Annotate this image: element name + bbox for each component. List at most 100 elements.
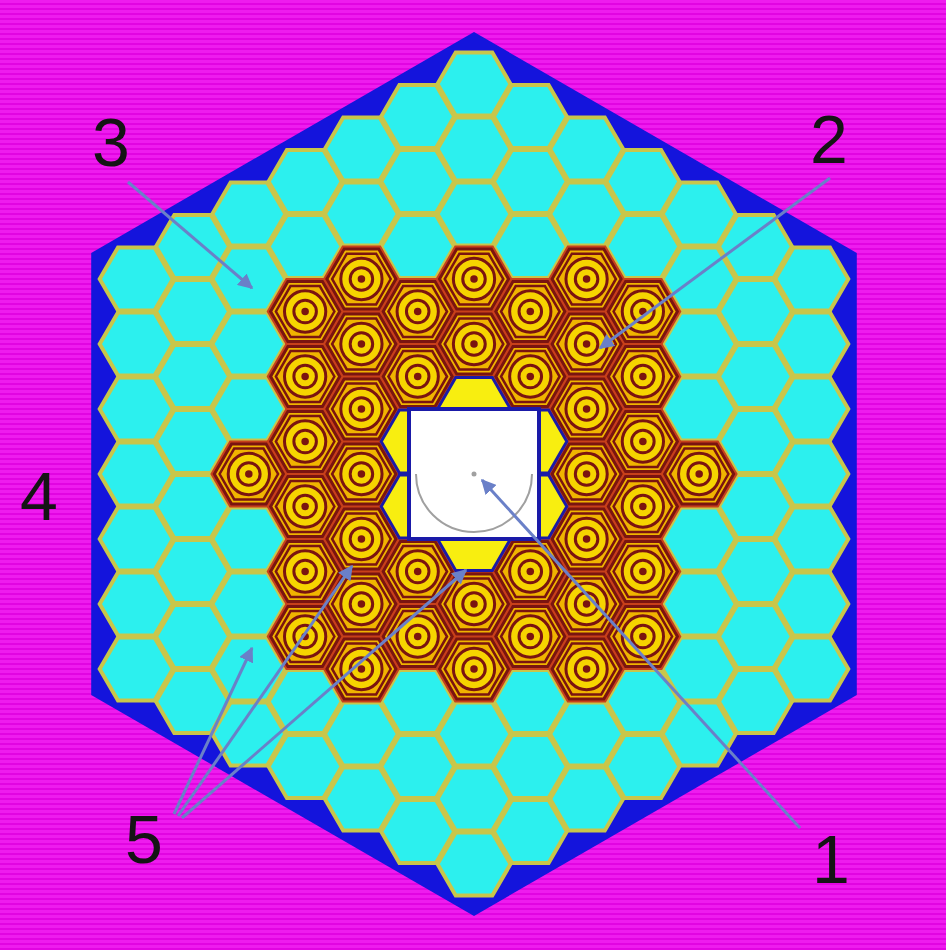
reflector-assembly [775, 572, 848, 635]
fuel-assembly [327, 379, 396, 439]
fuel-rod-ring [632, 560, 655, 583]
fuel-rod-ring [510, 291, 551, 332]
fuel-rod-ring [341, 518, 382, 559]
fuel-assembly-ring [445, 644, 504, 695]
fuel-assembly-ring [614, 481, 673, 532]
leader-line [128, 182, 252, 288]
fuel-rod-ring [622, 356, 663, 397]
reflector-assembly [775, 377, 848, 440]
fuel-assembly [271, 542, 340, 602]
fuel-rod-ring [566, 258, 607, 299]
fuel-center [583, 340, 591, 348]
fuel-rod-ring [575, 528, 598, 551]
core-lattice [91, 32, 857, 916]
fuel-rod-ring [575, 398, 598, 421]
fuel-assembly-ring [220, 449, 279, 500]
fuel-center [527, 373, 535, 381]
fuel-assembly-ring [276, 286, 335, 337]
fuel-rod-ring [397, 616, 438, 657]
fuel-assembly [496, 282, 565, 342]
fuel-center [358, 470, 366, 478]
callout-number: 1 [812, 825, 850, 893]
fuel-assembly [271, 477, 340, 537]
fuel-center [639, 373, 647, 381]
fuel-center [245, 470, 253, 478]
fuel-rod-ring [294, 560, 317, 583]
fuel-assembly [327, 574, 396, 634]
fuel-assembly-ring [332, 384, 391, 435]
fuel-center [583, 470, 591, 478]
fuel-assembly-ring [614, 416, 673, 467]
fuel-rod-ring [463, 658, 486, 681]
fuel-assembly [552, 444, 621, 504]
fuel-center [358, 535, 366, 543]
fuel-rod-ring [294, 430, 317, 453]
fuel-rod-ring [632, 365, 655, 388]
fuel-rod-ring [350, 593, 373, 616]
fuel-rod-ring [341, 453, 382, 494]
fuel-rod-ring [406, 300, 429, 323]
fuel-assembly [552, 509, 621, 569]
fuel-assembly [271, 607, 340, 667]
fuel-assembly-ring [501, 286, 560, 337]
channel-center [472, 472, 477, 477]
fuel-rod-ring [341, 258, 382, 299]
fuel-assembly [552, 639, 621, 699]
leader-lines [128, 178, 830, 828]
reflector-assembly [775, 442, 848, 505]
fuel-rod-ring [397, 551, 438, 592]
fuel-rod-ring [622, 421, 663, 462]
fuel-assembly-ring [388, 546, 447, 597]
fuel-rod-ring [453, 648, 494, 689]
fuel-rod-ring [566, 388, 607, 429]
fuel-center [639, 568, 647, 576]
reflector-assembly [775, 637, 848, 700]
fuel-assembly-ring [445, 254, 504, 305]
fuel-rod-ring [453, 323, 494, 364]
fuel-rod-ring [406, 365, 429, 388]
fuel-assembly [383, 282, 452, 342]
fuel-rod-ring [350, 528, 373, 551]
fuel-assembly-ring [501, 611, 560, 662]
leader-line [182, 570, 466, 818]
fuel-center [583, 405, 591, 413]
fuel-center [527, 568, 535, 576]
fuel-rod-ring [228, 453, 269, 494]
callout-number: 3 [92, 108, 130, 176]
fuel-assembly-ring [388, 286, 447, 337]
fuel-rod-ring [566, 583, 607, 624]
fuel-assembly [608, 412, 677, 472]
fuel-rod-ring [341, 648, 382, 689]
fuel-assembly-ring [332, 319, 391, 370]
fuel-rod-ring [284, 291, 325, 332]
fuel-center [639, 633, 647, 641]
fuel-assembly [440, 639, 509, 699]
fuel-assembly-ring [614, 546, 673, 597]
fuel-rod-ring [622, 616, 663, 657]
leader-line [482, 480, 800, 828]
fuel-assembly-ring [276, 416, 335, 467]
fuel-assembly [271, 347, 340, 407]
fuel-assembly-ring [670, 449, 729, 500]
fuel-rod-ring [294, 495, 317, 518]
fuel-rod-ring [575, 463, 598, 486]
fuel-rod-ring [632, 430, 655, 453]
channel-arc [416, 474, 532, 532]
fuel-rod-ring [350, 463, 373, 486]
fuel-center [301, 373, 309, 381]
fuel-assembly-ring [557, 254, 616, 305]
fuel-rod-ring [566, 323, 607, 364]
fuel-assembly [440, 249, 509, 309]
fuel-assembly-ring [332, 644, 391, 695]
fuel-assembly [552, 314, 621, 374]
fuel-assembly-ring [332, 579, 391, 630]
reflector-assembly [775, 507, 848, 570]
fuel-rod-ring [632, 495, 655, 518]
fuel-assembly [496, 347, 565, 407]
fuel-rod-ring [453, 583, 494, 624]
fuel-assembly [383, 607, 452, 667]
fuel-assembly-ring [614, 286, 673, 337]
fuel-rod-ring [566, 518, 607, 559]
fuel-center [358, 665, 366, 673]
fuel-assembly [608, 542, 677, 602]
